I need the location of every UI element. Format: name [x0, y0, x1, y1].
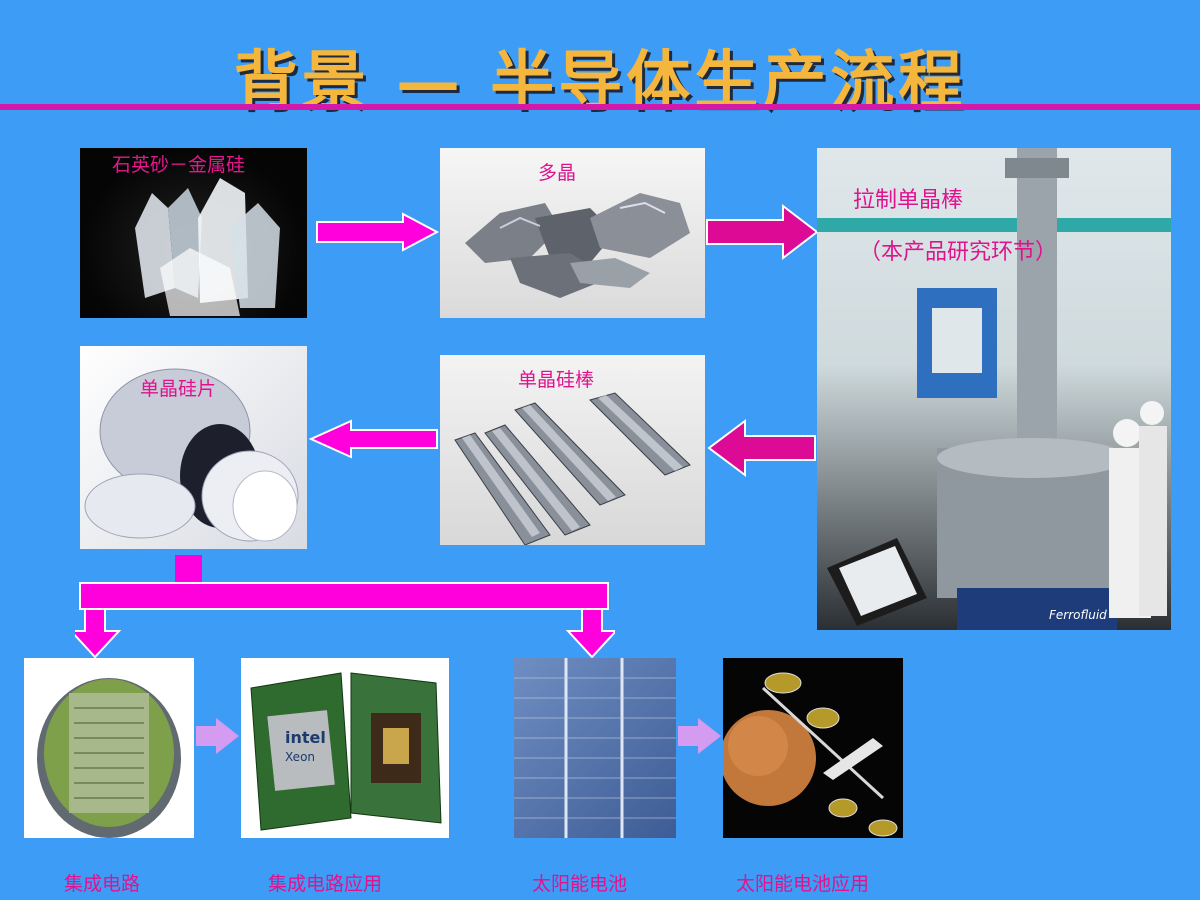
- quartz-caption: 石英砂－金属硅: [112, 154, 246, 176]
- polysilicon-photo: 多晶: [440, 148, 705, 318]
- pulling-caption-line1: 拉制单晶棒: [853, 188, 964, 213]
- ingot-caption: 单晶硅棒: [518, 369, 595, 391]
- wafer-photo: 单晶硅片: [80, 346, 307, 549]
- cpu-chips-image: [250, 672, 442, 831]
- satellite-mars-image: [723, 672, 898, 837]
- wafer-caption: 单晶硅片: [140, 378, 217, 400]
- branch-connector: [75, 555, 615, 659]
- arrow-solar-to-app: [678, 718, 721, 754]
- quartz-crystals-image: [135, 178, 280, 316]
- polysilicon-caption: 多晶: [538, 162, 577, 184]
- ic-wafer-image: [37, 678, 181, 838]
- furnace-brand-label: Ferrofluid: [1049, 608, 1107, 622]
- crystal-puller-image: [817, 148, 1171, 630]
- quartz-photo: 石英砂－金属硅: [80, 148, 307, 318]
- ingot-photo: 单晶硅棒: [440, 355, 705, 545]
- arrow-quartz-to-poly: [316, 212, 440, 252]
- chip-model-label: Xeon: [285, 750, 316, 764]
- arrow-ic-to-app: [196, 718, 239, 754]
- silicon-wafers-image: [84, 368, 299, 542]
- chip-brand-label: intel: [285, 728, 326, 747]
- silicon-ingots-image: [454, 392, 691, 545]
- satellite-photo: [723, 658, 903, 838]
- polysilicon-chunks-image: [465, 193, 690, 298]
- arrow-ingot-to-wafer: [308, 419, 438, 459]
- solar-app-caption: 太阳能电池应用: [736, 873, 870, 895]
- title-underline: [0, 104, 1200, 110]
- solar-cell-image: [514, 658, 676, 838]
- ic-caption: 集成电路: [64, 873, 141, 895]
- cpu-chips-photo: intel Xeon: [241, 658, 449, 838]
- crystal-puller-photo: 拉制单晶棒 （本产品研究环节） Ferrofluid: [817, 148, 1171, 630]
- ic-app-caption: 集成电路应用: [268, 873, 383, 895]
- ic-wafer-photo: [24, 658, 194, 838]
- solar-cell-photo: [514, 658, 676, 838]
- solar-caption: 太阳能电池: [532, 873, 628, 895]
- arrow-pulling-to-ingot: [707, 419, 816, 477]
- pulling-caption-line2: （本产品研究环节）: [859, 240, 1058, 265]
- arrow-poly-to-pulling: [706, 204, 819, 260]
